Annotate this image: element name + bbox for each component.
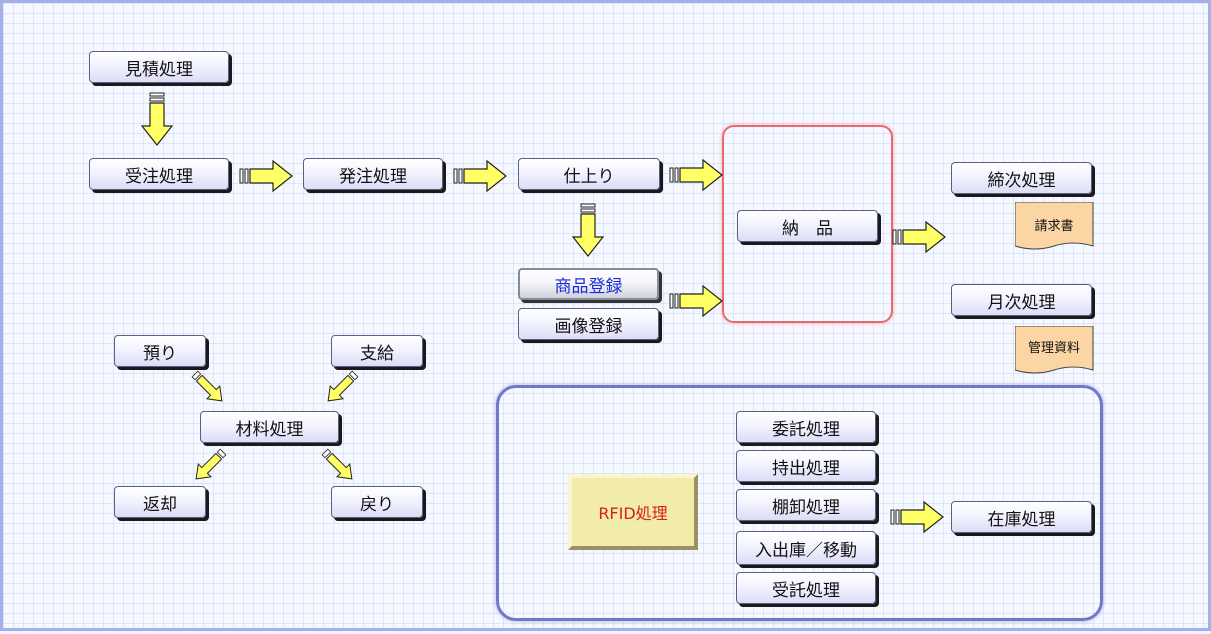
- tanaoroshi-button[interactable]: 棚卸処理: [736, 489, 876, 521]
- seikyusho-document-icon: 請求書: [1015, 202, 1094, 250]
- arrow-tanaoroshi-zaiko-icon: [890, 501, 944, 533]
- arrow-juchu-hacchu-icon: [239, 160, 293, 192]
- azukari-button[interactable]: 預り: [114, 335, 206, 367]
- kanri-shiryo-label: 管理資料: [1028, 341, 1080, 356]
- mochidashi-button[interactable]: 持出処理: [736, 450, 876, 482]
- itaku-button[interactable]: 委託処理: [736, 411, 876, 443]
- arrow-azukari-zairyo-icon: [188, 367, 229, 408]
- nyushukko-button[interactable]: 入出庫／移動: [736, 531, 876, 565]
- gazo-toroku-button[interactable]: 画像登録: [518, 308, 659, 340]
- arrow-zairyo-henkyaku-icon: [189, 445, 230, 486]
- nohin-group-frame: [722, 125, 893, 323]
- seikyusho-label: 請求書: [1034, 219, 1073, 234]
- kanri-shiryo-document-icon: 管理資料: [1015, 326, 1094, 374]
- nohin-button[interactable]: 納 品: [737, 210, 878, 242]
- getsuji-button[interactable]: 月次処理: [951, 284, 1092, 316]
- shimeji-button[interactable]: 締次処理: [951, 162, 1092, 194]
- jutaku-button[interactable]: 受託処理: [736, 572, 876, 604]
- rfid-button[interactable]: RFID処理: [568, 474, 698, 550]
- juchu-button[interactable]: 受注処理: [89, 158, 229, 190]
- arrow-mitsumori-juchu-icon: [141, 92, 173, 146]
- arrow-shiagari-shohin-icon: [572, 203, 604, 257]
- zairyo-button[interactable]: 材料処理: [200, 411, 339, 443]
- arrow-shikyu-zairyo-icon: [321, 367, 362, 408]
- rfid-group-frame: [496, 385, 1103, 621]
- shikyu-button[interactable]: 支給: [331, 335, 423, 367]
- arrow-hacchu-shiagari-icon: [453, 160, 507, 192]
- arrow-shiagari-nohin-icon: [669, 159, 723, 191]
- hacchu-button[interactable]: 発注処理: [303, 158, 443, 190]
- shiagari-button[interactable]: 仕上り: [518, 158, 660, 190]
- mitsumori-button[interactable]: 見積処理: [89, 51, 229, 83]
- modori-button[interactable]: 戻り: [331, 486, 423, 518]
- arrow-gazo-nohin-icon: [669, 285, 723, 317]
- zaiko-button[interactable]: 在庫処理: [951, 501, 1092, 533]
- arrow-zairyo-modori-icon: [318, 445, 359, 486]
- shohin-toroku-button[interactable]: 商品登録: [518, 268, 659, 300]
- henkyaku-button[interactable]: 返却: [114, 486, 206, 518]
- arrow-nohin-shimeji-icon: [892, 221, 946, 253]
